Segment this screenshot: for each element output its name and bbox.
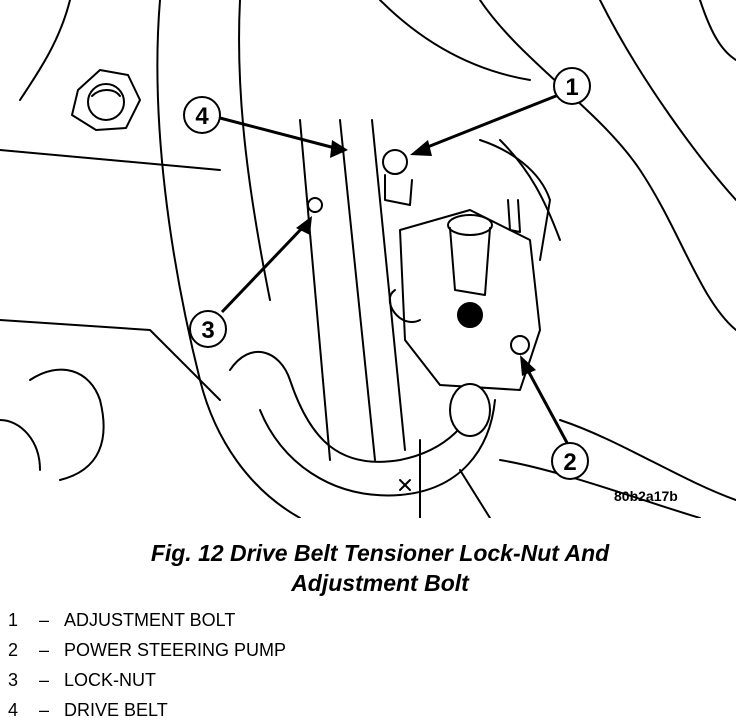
hose [229, 350, 496, 497]
callout-3: 3 [189, 310, 227, 348]
legend-list: 1–ADJUSTMENT BOLT 2–POWER STEERING PUMP … [8, 605, 286, 725]
legend-item: 2–POWER STEERING PUMP [8, 635, 286, 665]
drive-belt [299, 119, 406, 461]
callout-4: 4 [183, 96, 221, 134]
callout-4-label: 4 [195, 103, 209, 130]
legend-number: 2 [8, 640, 19, 660]
legend-dash: – [38, 670, 49, 690]
legend-item: 1–ADJUSTMENT BOLT [8, 605, 286, 635]
legend-number: 4 [8, 700, 19, 720]
callout-1: 1 [553, 67, 591, 105]
caption-line-2: Adjustment Bolt [291, 570, 469, 596]
figure-id: 80b2a17b [614, 488, 678, 504]
engine-bracket [156, 0, 301, 518]
legend-label: POWER STEERING PUMP [64, 640, 287, 660]
legend-dash: – [38, 610, 49, 630]
adjustment-bolt [382, 149, 413, 206]
legend-number: 3 [8, 670, 19, 690]
legend-dash: – [38, 700, 49, 720]
legend-item: 3–LOCK-NUT [8, 665, 286, 695]
callout-2-label: 2 [563, 449, 576, 476]
hex-bolt-icon [71, 69, 141, 131]
legend-label: LOCK-NUT [64, 670, 157, 690]
callout-1-label: 1 [565, 74, 578, 101]
legend-item: 4–DRIVE BELT [8, 695, 286, 725]
legend-number: 1 [8, 610, 19, 630]
engine-illustration: 1 2 3 4 [0, 0, 736, 518]
caption-line-1: Fig. 12 Drive Belt Tensioner Lock-Nut An… [150, 540, 610, 566]
lock-nut [307, 197, 323, 213]
legend-dash: – [38, 640, 49, 660]
callout-3-label: 3 [201, 317, 214, 344]
callout-2: 2 [551, 442, 589, 480]
legend-label: ADJUSTMENT BOLT [64, 610, 236, 630]
legend-label: DRIVE BELT [64, 700, 168, 720]
power-steering-pump [388, 139, 561, 391]
figure-caption: Fig. 12 Drive Belt Tensioner Lock-Nut An… [60, 538, 700, 598]
